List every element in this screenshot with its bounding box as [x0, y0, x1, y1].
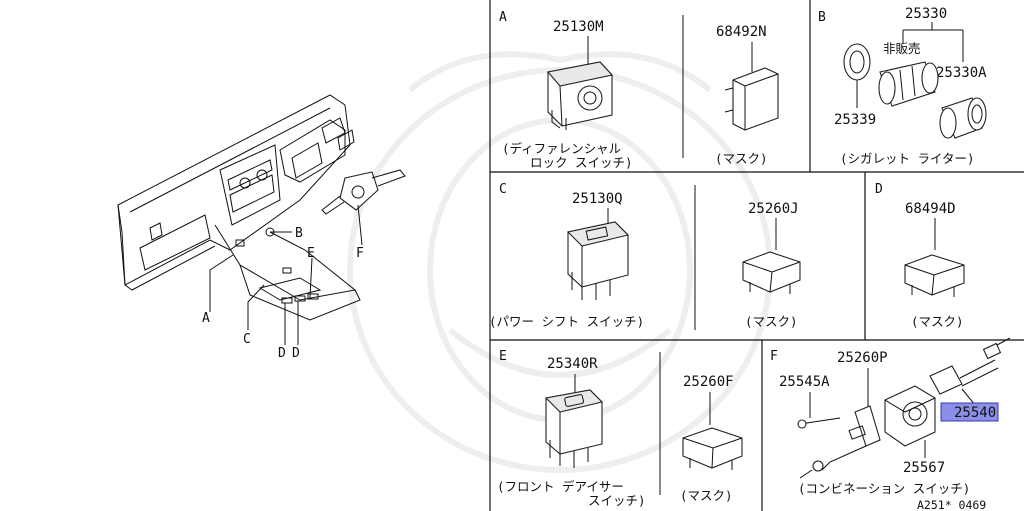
- panel-f: F 25260P 25545A 25: [770, 337, 1011, 511]
- panel-c: C 25130Q (パワー シフト スイッチ) 25260J (マスク): [489, 182, 801, 329]
- part-25130m-caption-line2: ロック スイッチ): [530, 155, 633, 170]
- combination-switch-part: [797, 337, 1011, 479]
- panel-d: D 68494D (マスク): [875, 182, 965, 329]
- power-shift-switch-part: [566, 221, 630, 300]
- panel-e: E 25340R (フロント デアイサー スイッチ) 25260F (マスク): [497, 349, 743, 508]
- part-25340r-label: 25340R: [547, 356, 598, 372]
- part-25130m-label: 25130M: [553, 19, 604, 35]
- panel-c-letter: C: [499, 182, 507, 197]
- combination-switch-caption: (コンビネーション スイッチ): [798, 481, 970, 496]
- part-25540-label: 25540: [954, 405, 996, 421]
- overview-label-f: F: [356, 246, 364, 261]
- front-deicer-caption-line1: (フロント デアイサー: [497, 479, 624, 494]
- panel-f-letter: F: [770, 349, 778, 364]
- panel-b-letter: B: [818, 10, 826, 25]
- panel-a: A 25130M (ディファレンシャル ロック スイッチ) 68492N (マス…: [499, 10, 779, 170]
- part-25330a-label: 25330A: [936, 65, 987, 81]
- part-25567-label: 25567: [903, 460, 945, 476]
- front-deicer-caption-line2: スイッチ): [588, 493, 646, 508]
- part-25339-label: 25339: [834, 112, 876, 128]
- part-25260j-label: 25260J: [748, 201, 799, 217]
- part-25130m-caption-line1: (ディファレンシャル: [502, 141, 621, 156]
- panel-d-letter: D: [875, 182, 883, 197]
- cigarette-lighter-knob-part: [939, 97, 987, 139]
- overview-label-c: C: [243, 332, 251, 347]
- part-25130q-label: 25130Q: [572, 191, 623, 207]
- mask-25260j-caption: (マスク): [745, 314, 798, 329]
- part-68492n-caption: (マスク): [715, 151, 768, 166]
- mask-68494d-caption: (マスク): [911, 314, 964, 329]
- part-68494d-label: 68494D: [905, 201, 956, 217]
- overview-label-a: A: [202, 311, 210, 326]
- cigarette-lighter-caption: (シガレット ライター): [840, 151, 975, 166]
- overview-label-b: B: [295, 226, 303, 241]
- mask-68494d-part: [904, 254, 965, 297]
- not-sold-label: 非販売: [883, 41, 921, 56]
- part-68492n-label: 68492N: [716, 24, 767, 40]
- part-25545a-label: 25545A: [779, 374, 830, 390]
- mask-25260j-part: [742, 251, 801, 294]
- overview-label-d1: D: [278, 346, 286, 361]
- power-shift-switch-caption: (パワー シフト スイッチ): [489, 314, 644, 329]
- front-deicer-switch-part: [544, 389, 604, 468]
- part-25540-highlight: [940, 402, 999, 422]
- mask-68492n-part: [724, 67, 779, 131]
- mask-25260f-part: [682, 427, 743, 470]
- part-25260f-label: 25260F: [683, 374, 734, 390]
- overview-label-d2: D: [292, 346, 300, 361]
- panel-b: B 25330 非販売 25330A 25339 (シガレット ライター): [818, 6, 987, 166]
- dashboard-overview: [117, 94, 406, 345]
- part-25330-label: 25330: [905, 6, 947, 22]
- overview-label-e: E: [307, 246, 315, 261]
- illustration-code: A251* 0469: [917, 498, 986, 511]
- diff-lock-switch-part: [546, 61, 614, 130]
- part-25260p-label: 25260P: [837, 350, 888, 366]
- panel-e-letter: E: [499, 349, 507, 364]
- panel-a-letter: A: [499, 10, 507, 25]
- panel-grid: [489, 0, 1024, 511]
- cigarette-lighter-socket-part: [843, 43, 939, 107]
- overview-labels: A B C D D E F: [202, 226, 364, 361]
- mask-25260f-caption: (マスク): [680, 488, 733, 503]
